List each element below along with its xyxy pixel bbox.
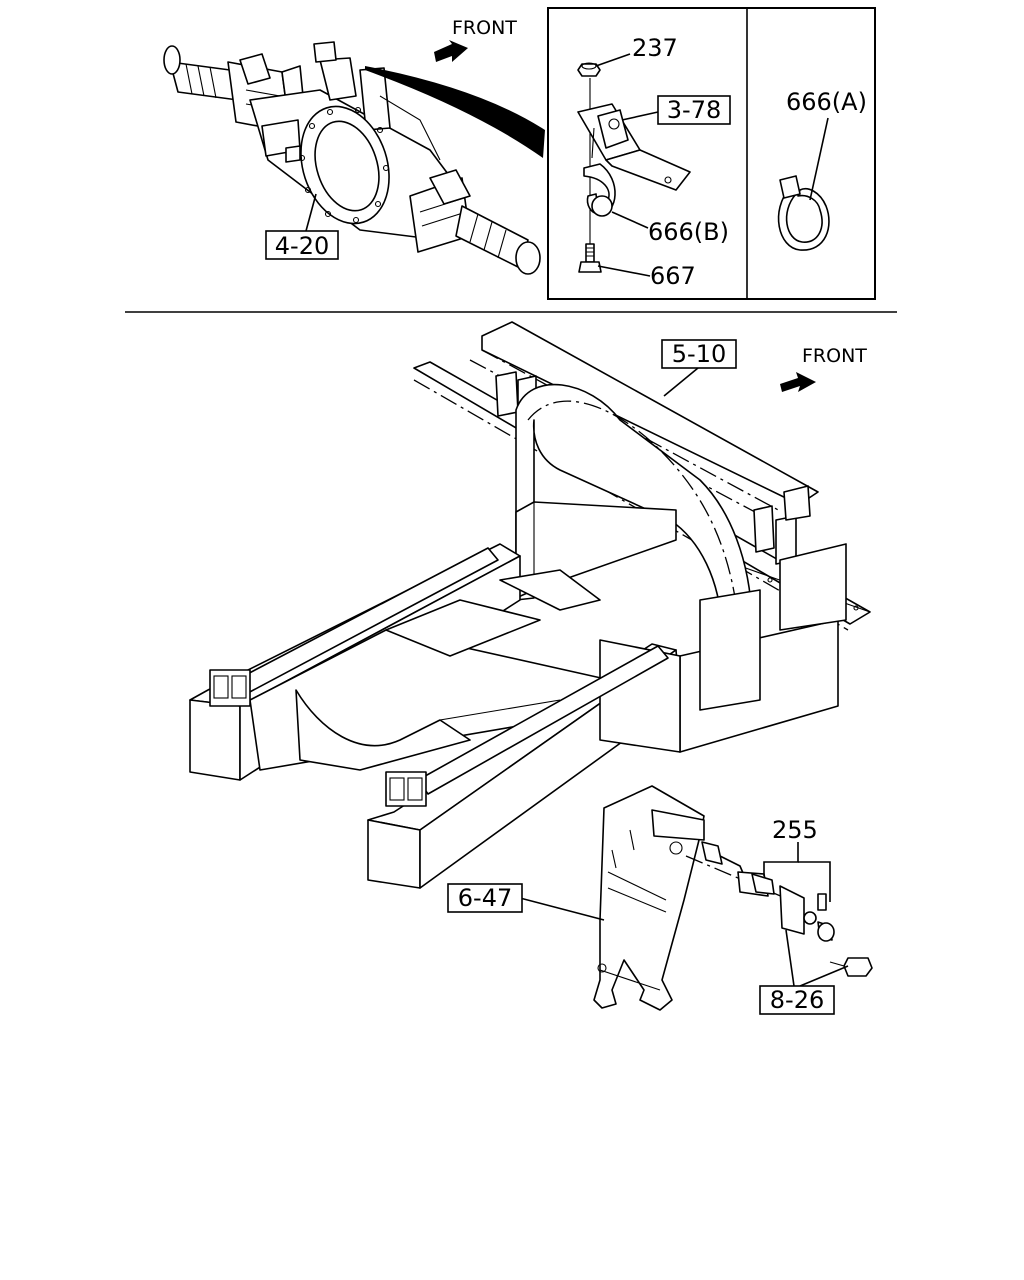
axle-housing bbox=[163, 41, 541, 275]
frame-assembly bbox=[189, 321, 871, 889]
callout-666b-label: 666(B) bbox=[648, 218, 729, 246]
callout-666b: 666(B) bbox=[611, 211, 729, 246]
callout-4-20: 4-20 bbox=[265, 193, 339, 260]
callout-237: 237 bbox=[595, 34, 678, 67]
front-arrow-top-label: FRONT bbox=[452, 17, 517, 39]
callout-5-10-label: 5-10 bbox=[672, 340, 726, 368]
callout-8-26-label: 8-26 bbox=[770, 986, 824, 1014]
detail-box bbox=[547, 7, 876, 300]
mount-bracket bbox=[593, 785, 705, 1011]
callout-666a: 666(A) bbox=[786, 88, 867, 201]
callout-255-label: 255 bbox=[772, 816, 818, 844]
cable-tie bbox=[777, 175, 830, 251]
front-arrow-top: FRONT bbox=[434, 17, 517, 62]
callout-3-78-label: 3-78 bbox=[667, 96, 721, 124]
detail-sweep bbox=[365, 66, 545, 158]
callout-6-47-label: 6-47 bbox=[458, 884, 512, 912]
callout-6-47: 6-47 bbox=[447, 883, 605, 921]
callout-3-78: 3-78 bbox=[621, 95, 731, 125]
callout-4-20-label: 4-20 bbox=[275, 232, 329, 260]
callout-8-26: 8-26 bbox=[759, 929, 849, 1015]
bracket-assembly bbox=[577, 62, 691, 273]
sensor-assembly bbox=[685, 841, 873, 977]
callout-667: 667 bbox=[597, 262, 696, 290]
callout-5-10: 5-10 bbox=[661, 339, 737, 397]
frame-end-caps bbox=[209, 669, 427, 807]
callout-255: 255 bbox=[763, 816, 831, 902]
callout-666a-label: 666(A) bbox=[786, 88, 867, 116]
front-arrow-main-label: FRONT bbox=[802, 345, 867, 367]
callout-667-label: 667 bbox=[650, 262, 696, 290]
front-arrow-main: FRONT bbox=[780, 345, 867, 392]
callout-237-label: 237 bbox=[632, 34, 678, 62]
